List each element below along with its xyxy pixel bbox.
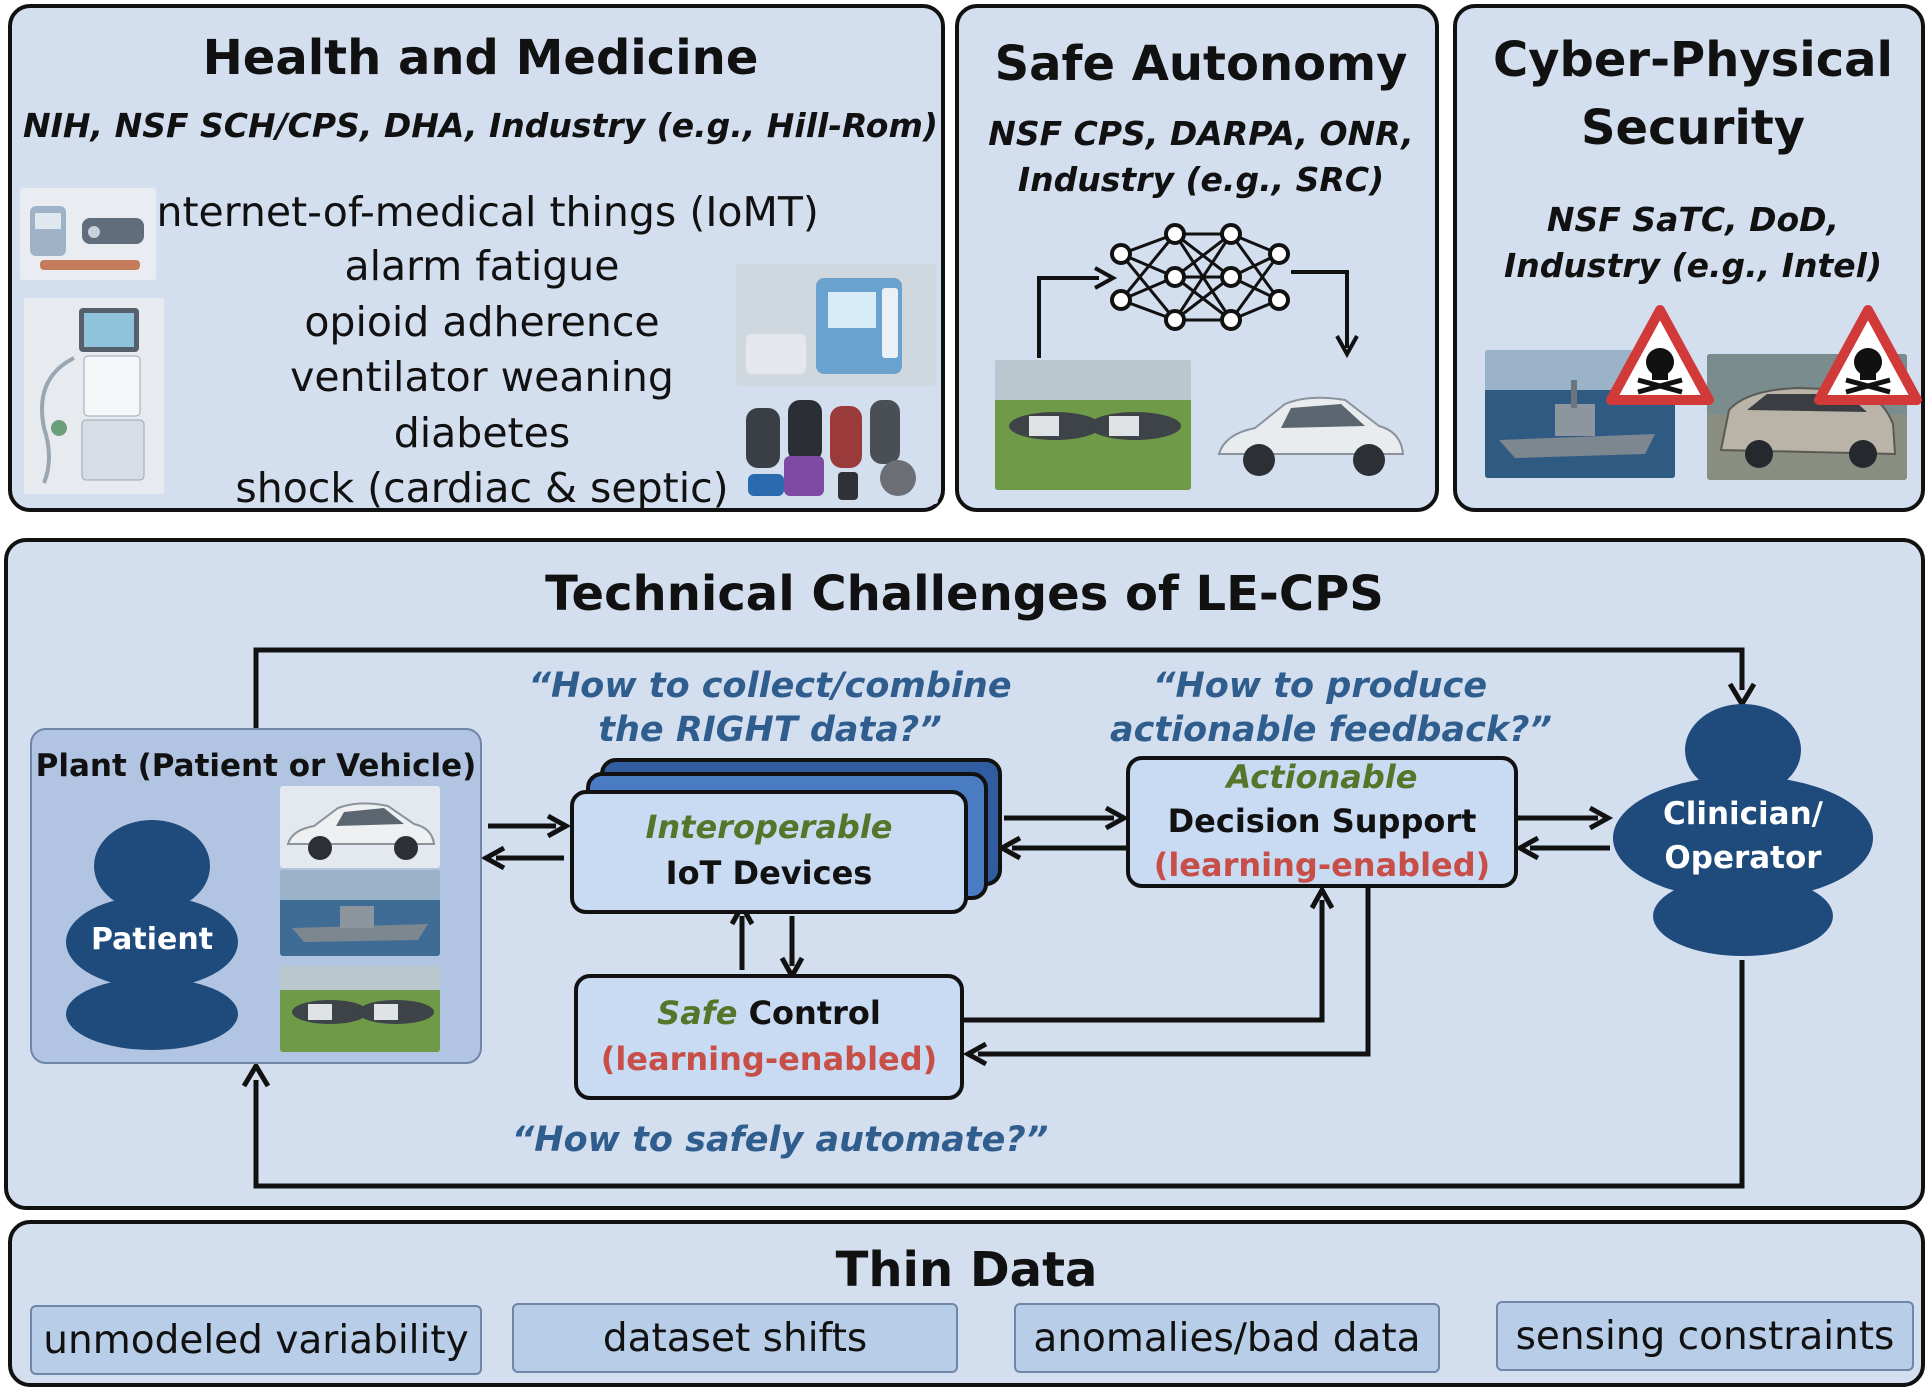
health-item-opioid: opioid adherence [304, 298, 660, 346]
torpedo-image [995, 360, 1191, 490]
security-title-2: Security [1580, 100, 1806, 156]
iot-label: IoT Devices [665, 854, 873, 892]
question-collect-line1: “How to collect/combine [528, 666, 1012, 706]
health-title: Health and Medicine [202, 30, 759, 86]
autonomy-panel: Safe Autonomy NSF CPS, DARPA, ONR, Indus… [955, 4, 1439, 512]
safe-control-label: Control [737, 994, 881, 1032]
decision-support-sublabel: (learning-enabled) [1153, 846, 1491, 884]
health-item-shock: shock (cardiac & septic) [235, 464, 729, 512]
chip-dataset-shifts: dataset shifts [512, 1303, 958, 1373]
warning-skull-icon [1814, 305, 1922, 405]
autonomy-title: Safe Autonomy [994, 36, 1408, 92]
chip-sensing-constraints: sensing constraints [1496, 1301, 1914, 1371]
iot-devices-box [570, 790, 968, 914]
operator-label-2: Operator [1664, 840, 1822, 876]
security-panel: Cyber-Physical Security NSF SaTC, DoD, I… [1453, 4, 1925, 512]
chip-anomalies-bad-data: anomalies/bad data [1014, 1303, 1440, 1373]
warning-skull-icon [1606, 305, 1714, 405]
question-produce-line1: “How to produce [1152, 666, 1488, 706]
health-item-diabetes: diabetes [393, 409, 571, 457]
infusion-pump-image [736, 264, 936, 386]
patient-figure-icon [66, 820, 238, 1050]
glucose-meter-image [20, 188, 156, 280]
safe-control-italic-label: Safe [657, 994, 738, 1032]
health-item-alarm: alarm fatigue [344, 242, 620, 290]
challenges-title: Technical Challenges of LE-CPS [545, 566, 1384, 622]
question-collect-line2: the RIGHT data?” [598, 710, 942, 750]
decision-support-label: Decision Support [1167, 802, 1477, 840]
security-funding-2: Industry (e.g., Intel) [1503, 246, 1883, 285]
ventilator-image [24, 298, 164, 494]
autonomy-funding-2: Industry (e.g., SRC) [1017, 160, 1385, 199]
health-panel: Health and Medicine NIH, NSF SCH/CPS, DH… [8, 4, 945, 512]
thin-data-title: Thin Data [835, 1242, 1098, 1298]
safe-control-box [574, 974, 964, 1100]
plant-warship-image [280, 870, 440, 956]
car-image [1209, 374, 1409, 494]
operator-figure-icon [1613, 704, 1873, 956]
question-produce-line2: actionable feedback?” [1110, 710, 1552, 750]
iot-italic-label: Interoperable [645, 808, 893, 846]
safe-control-title: Safe Control [574, 994, 964, 1032]
security-title-1: Cyber-Physical [1493, 32, 1893, 88]
wearables-image [738, 394, 938, 504]
decision-support-italic-label: Actionable [1226, 758, 1418, 796]
health-funding: NIH, NSF SCH/CPS, DHA, Industry (e.g., H… [23, 106, 938, 145]
patient-label: Patient [90, 922, 214, 957]
decision-support-box [1126, 756, 1518, 888]
security-funding-1: NSF SaTC, DoD, [1546, 200, 1840, 239]
autonomy-funding-1: NSF CPS, DARPA, ONR, [988, 114, 1414, 153]
chip-unmodeled-variability: unmodeled variability [30, 1305, 482, 1375]
operator-label-1: Clinician/ [1662, 796, 1823, 832]
health-item-iomt: internet-of-medical things (IoMT) [145, 188, 819, 236]
plant-car-image [280, 786, 440, 868]
plant-title: Plant (Patient or Vehicle) [35, 748, 477, 784]
neural-network-icon [1110, 223, 1290, 331]
health-item-ventilator: ventilator weaning [290, 353, 674, 401]
safe-control-sublabel: (learning-enabled) [600, 1040, 938, 1078]
question-automate: “How to safely automate?” [511, 1120, 1049, 1160]
autonomy-arrows [1037, 266, 1359, 358]
plant-torpedo-image [280, 966, 440, 1052]
